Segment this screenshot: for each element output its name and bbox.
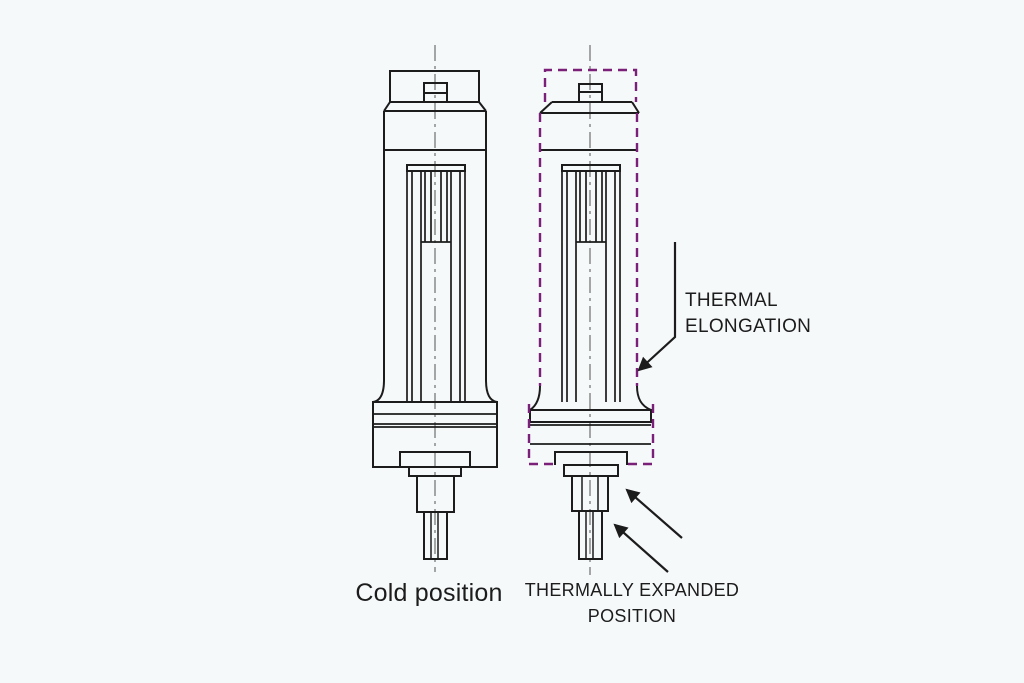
stem-sleeve-internals xyxy=(561,171,621,402)
stem-lower xyxy=(578,510,603,560)
cold-position-label: Cold position xyxy=(329,579,529,607)
sleeve-cap xyxy=(406,164,466,172)
gland-follower xyxy=(563,464,619,477)
outline-housing xyxy=(543,68,638,102)
yoke-body xyxy=(383,111,487,380)
sleeve-cap xyxy=(561,164,621,172)
flange-lines xyxy=(373,413,497,428)
stem-pointer-arrow-upper xyxy=(625,488,683,539)
stem-sleeve-internals xyxy=(406,171,466,402)
outline-body-sides xyxy=(538,113,639,386)
outline-flange-sides xyxy=(527,404,655,464)
housing-shoulder xyxy=(383,101,487,112)
cold-position-outline xyxy=(527,68,655,466)
housing-shoulder xyxy=(539,101,640,114)
body-flare xyxy=(529,385,652,411)
expanded-valve-drawing xyxy=(529,45,652,575)
cold-valve-drawing xyxy=(372,45,498,572)
elongation-label-line1: THERMAL xyxy=(685,290,778,311)
stem-pointer-arrow-lower xyxy=(613,523,669,573)
expanded-label-line2: POSITION xyxy=(587,606,677,626)
annotation-arrows xyxy=(613,242,683,573)
bonnet-flange-band xyxy=(529,409,652,423)
thermal-elongation-label: THERMAL ELONGATION xyxy=(685,288,825,340)
elongation-label-line2: ELONGATION xyxy=(685,316,812,337)
stem-lower xyxy=(423,511,448,560)
thermal-elongation-leader-arrow xyxy=(637,242,677,372)
flange-lines xyxy=(530,424,651,445)
stem-lower-detail xyxy=(430,512,439,559)
packing-gland xyxy=(399,451,471,467)
stem-lower-detail xyxy=(585,511,594,559)
cold-position-text: Cold position xyxy=(355,579,503,607)
thermally-expanded-position-label: THERMALLY EXPANDED POSITION xyxy=(512,577,752,629)
packing-gland xyxy=(554,451,628,465)
stem-upper-detail xyxy=(581,476,599,511)
expanded-label-line1: THERMALLY EXPANDED xyxy=(524,580,740,600)
